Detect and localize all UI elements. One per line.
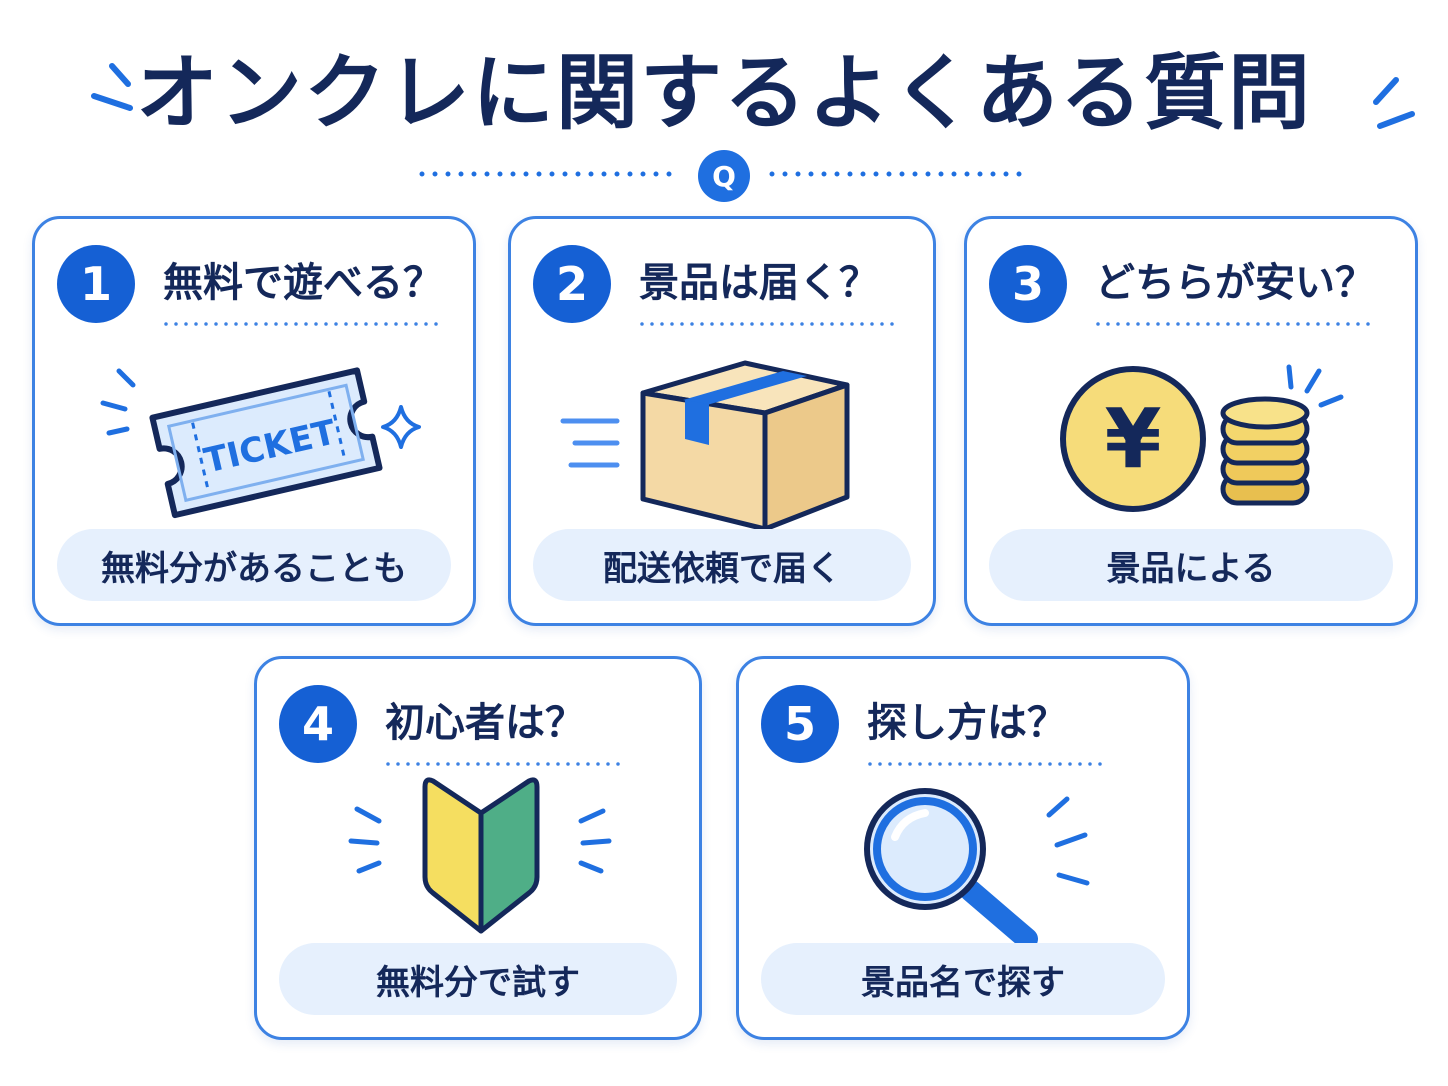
card-answer: 無料分があることも (57, 529, 451, 601)
beginner-mark-icon (348, 777, 612, 934)
card-answer: 無料分で試す (279, 943, 677, 1015)
dotted-underline (1096, 322, 1374, 326)
card-question: 無料で遊べる？ (163, 260, 443, 306)
dotted-underline (640, 322, 898, 326)
card-number: 4 (279, 685, 357, 763)
sparkle-right-icon (1373, 77, 1415, 129)
card-question: 探し方は？ (867, 700, 1067, 746)
card-question: どちらが安い？ (1095, 260, 1375, 306)
card-answer: 景品名で探す (761, 943, 1165, 1015)
magnifier-icon (864, 788, 1090, 950)
q-separator: Q (418, 150, 1030, 202)
ticket-icon: TICKET (100, 367, 421, 519)
faq-card-1[interactable]: 1 無料で遊べる？ TICKET 無料分があることも (32, 216, 476, 626)
card-answer: 配送依頼で届く (533, 529, 911, 601)
card-number: 5 (761, 685, 839, 763)
faq-card-5[interactable]: 5 探し方は？ 景品名で探す (736, 656, 1190, 1040)
card-number: 3 (989, 245, 1067, 323)
card-question: 景品は届く？ (639, 260, 879, 306)
card-question: 初心者は？ (385, 700, 585, 746)
faq-card-3[interactable]: 3 どちらが安い？ ¥ 景品による (964, 216, 1418, 626)
card-number: 1 (57, 245, 135, 323)
dotted-underline (386, 762, 630, 766)
q-badge: Q (698, 150, 750, 202)
dotted-underline (164, 322, 442, 326)
faq-card-4[interactable]: 4 初心者は？ 無料分で試す (254, 656, 702, 1040)
yen-coin-icon: ¥ (1060, 364, 1344, 512)
yen-symbol: ¥ (1104, 392, 1161, 487)
page-title: オンクレに関するよくある質問 (135, 46, 1312, 141)
card-number: 2 (533, 245, 611, 323)
dotted-line-left (419, 171, 679, 177)
dotted-underline (868, 762, 1112, 766)
sparkle-left-icon (91, 63, 133, 111)
card-answer: 景品による (989, 529, 1393, 601)
dotted-line-right (769, 171, 1029, 177)
cardboard-box-icon (560, 360, 850, 532)
faq-card-2[interactable]: 2 景品は届く？ 配送依頼で届く (508, 216, 936, 626)
